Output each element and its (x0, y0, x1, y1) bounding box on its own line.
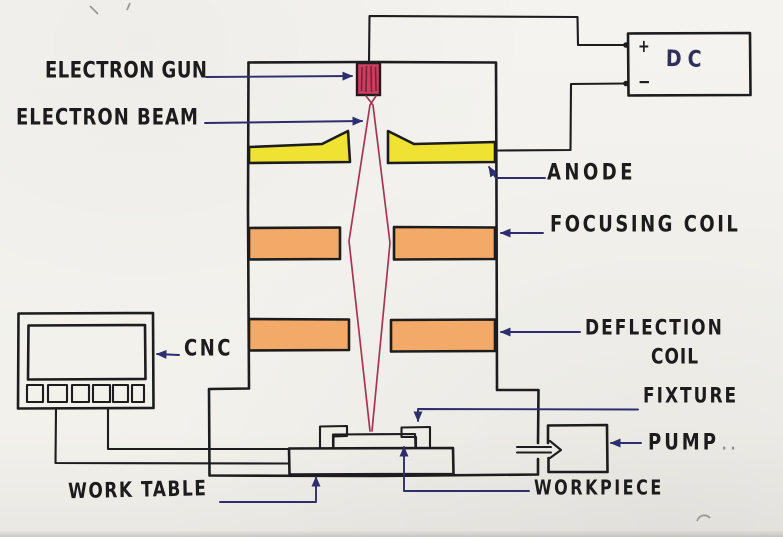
focusing-coil-right (392, 225, 497, 261)
cnc-buttons (25, 383, 146, 404)
anode-right (386, 129, 497, 165)
cnc-controller (16, 311, 155, 410)
cnc-wires (54, 406, 290, 465)
workpiece-leader-arrow (399, 446, 530, 492)
work-table-leader-arrow (219, 476, 321, 503)
fixture-label: FIXTURE (643, 383, 739, 409)
deflection-coil-label-line1: DEFLECTION (585, 315, 724, 341)
electron-gun (355, 61, 382, 97)
dc-supply-box (626, 31, 752, 97)
focusing-coil-label: FOCUSING COIL (550, 211, 741, 238)
work-table (287, 446, 455, 476)
pump-label: PUMP (648, 429, 719, 456)
fixture-clamp-right (400, 425, 432, 450)
pump-pipe-arrow (515, 439, 563, 460)
dc-supply-label: DC (665, 45, 708, 73)
electron-beam (348, 95, 391, 432)
focusing-coil-left (247, 226, 342, 261)
anode-label: ANODE (547, 159, 637, 186)
cnc-leader-arrow (156, 349, 180, 359)
vacuum-pump (546, 423, 609, 474)
anode-left (247, 129, 352, 165)
dc-wire-positive (367, 14, 626, 65)
electron-gun-leader-arrow (205, 71, 353, 81)
pump-stray-dots: · · (722, 439, 736, 458)
deflection-coil-right (389, 318, 497, 353)
electron-beam-label: ELECTRON BEAM (16, 104, 199, 131)
stray-pencil-marks (89, 2, 711, 522)
dc-wire-negative (496, 82, 627, 152)
cnc-label: CNC (184, 335, 233, 362)
electron-gun-label: ELECTRON GUN (45, 57, 208, 84)
cnc-screen (26, 323, 147, 381)
fixture-leader-arrow (413, 408, 639, 422)
workpiece-label: WORKPIECE (534, 475, 664, 500)
work-table-label: WORK TABLE (67, 476, 208, 505)
dc-plus-terminal-label: + (638, 36, 650, 57)
anode-leader-arrow (488, 166, 546, 179)
deflection-coil-label-line2: COIL (651, 344, 700, 370)
deflection-coil-left (247, 317, 351, 352)
dc-minus-terminal-label: − (638, 70, 651, 93)
electron-beam-leader-arrow (204, 116, 363, 126)
fixture-clamp-left (318, 424, 349, 450)
